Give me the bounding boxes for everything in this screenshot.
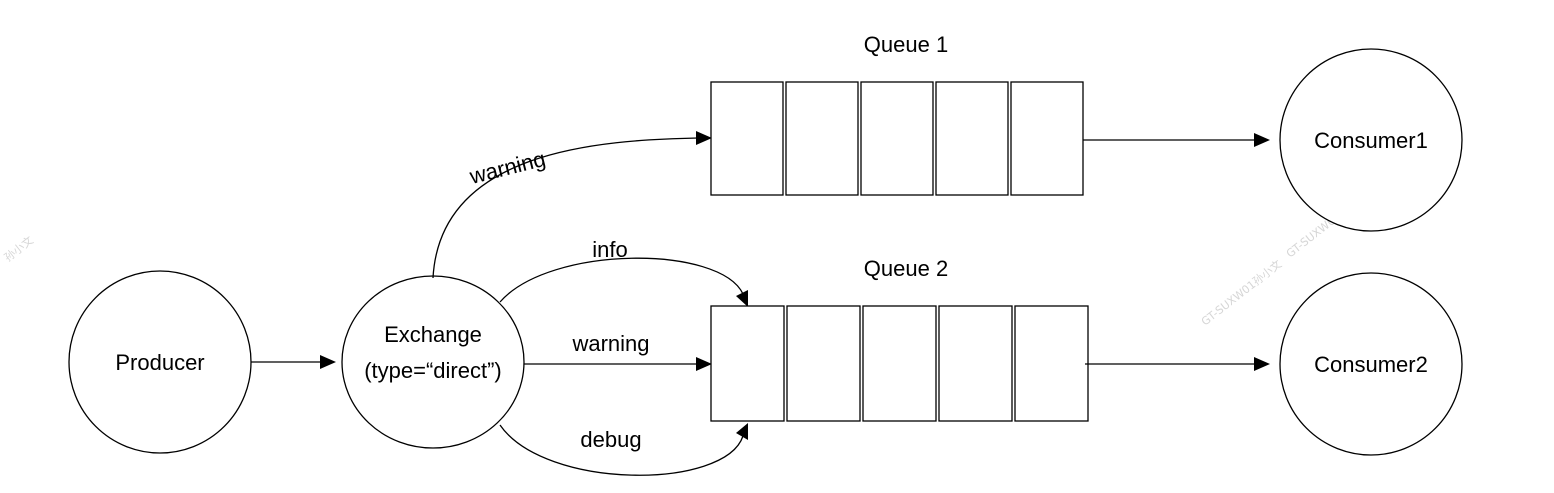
queue1-slot-2 bbox=[785, 81, 859, 196]
consumer2-node: Consumer2 bbox=[1279, 272, 1463, 456]
producer-label: Producer bbox=[115, 350, 204, 375]
producer-node: Producer bbox=[68, 270, 252, 454]
consumer2-label: Consumer2 bbox=[1314, 352, 1428, 377]
edge-exchange-queue2-info bbox=[499, 257, 748, 307]
queue2-slot-4 bbox=[938, 305, 1013, 422]
edge-queue2-consumer2 bbox=[1085, 357, 1270, 371]
queue1-title: Queue 1 bbox=[864, 32, 948, 57]
edge-queue1-consumer1 bbox=[1083, 133, 1270, 147]
edge-exchange-queue1-warning bbox=[432, 131, 712, 279]
exchange-node: Exchange (type=“direct”) bbox=[341, 275, 525, 449]
consumer1-node: Consumer1 bbox=[1279, 48, 1463, 232]
queue1-slot-1 bbox=[710, 81, 784, 196]
consumer1-label: Consumer1 bbox=[1314, 128, 1428, 153]
queue2 bbox=[710, 305, 1089, 422]
queue1-slot-3 bbox=[860, 81, 934, 196]
edge-exchange-queue2-warning bbox=[524, 357, 712, 371]
queue1-slot-5 bbox=[1010, 81, 1084, 196]
exchange-label: Exchange bbox=[384, 322, 482, 347]
queue2-slot-5 bbox=[1014, 305, 1089, 422]
edge-label-queue2-warning: warning bbox=[571, 331, 649, 356]
queue2-title: Queue 2 bbox=[864, 256, 948, 281]
edge-label-queue2-info: info bbox=[592, 237, 627, 262]
queue1 bbox=[710, 81, 1084, 196]
watermark-right: GT-SUXW01孙小文 bbox=[1198, 257, 1284, 329]
queue2-slot-3 bbox=[862, 305, 937, 422]
edge-label-queue1-warning: warning bbox=[466, 146, 548, 189]
edge-producer-exchange bbox=[251, 355, 336, 369]
queue2-slot-2 bbox=[786, 305, 861, 422]
edge-exchange-queue2-debug bbox=[499, 423, 748, 476]
exchange-type-label: (type=“direct”) bbox=[364, 358, 502, 383]
queue2-slot-1 bbox=[710, 305, 785, 422]
watermark-left: 孙小文 bbox=[1, 233, 36, 264]
queue1-slot-4 bbox=[935, 81, 1009, 196]
edge-label-queue2-debug: debug bbox=[580, 427, 641, 452]
